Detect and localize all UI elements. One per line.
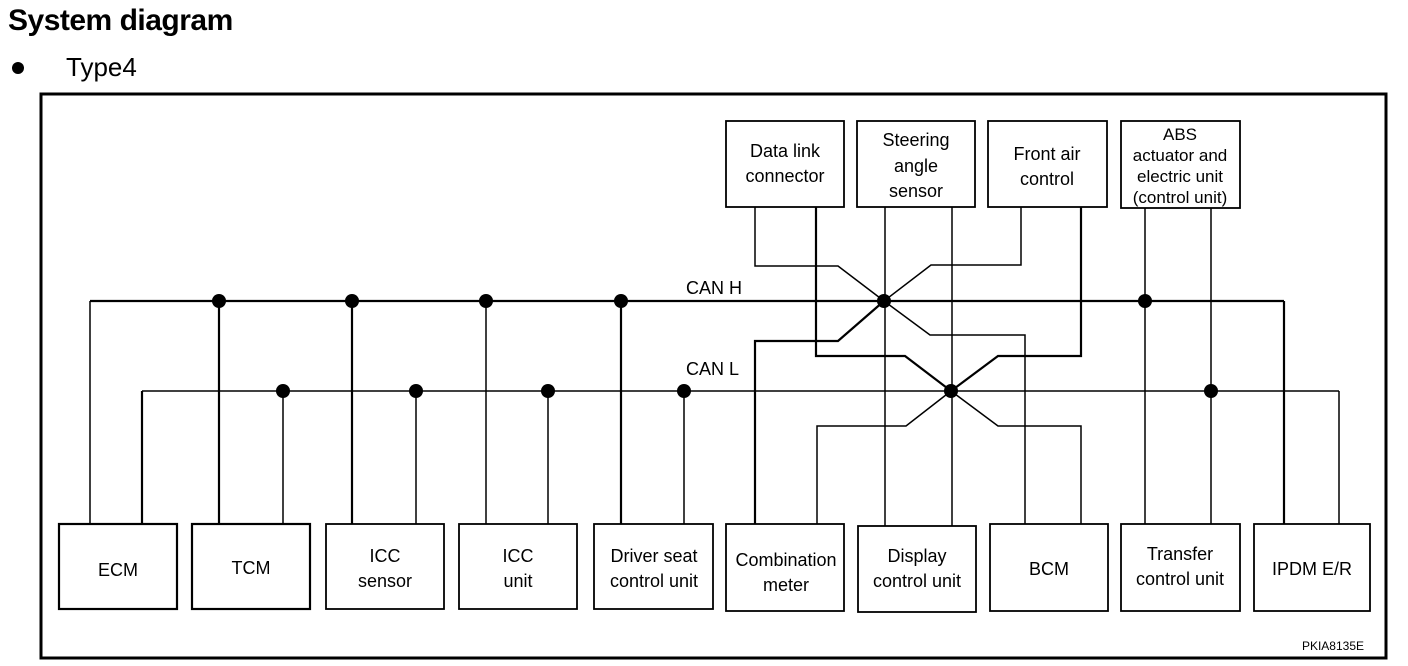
bullet-icon bbox=[12, 62, 24, 74]
unit-label-line: Data link bbox=[750, 141, 821, 161]
can-h-junction-dot bbox=[479, 294, 493, 308]
data-link-connector-box: Data link connector bbox=[725, 120, 845, 208]
combination-meter-can-h-wire bbox=[753, 300, 885, 524]
can-l-junction-dot bbox=[944, 384, 958, 398]
unit-label-line: meter bbox=[763, 575, 809, 595]
can-l-junction-dot bbox=[541, 384, 555, 398]
unit-label-line: unit bbox=[503, 571, 532, 591]
icc-unit-box: ICC unit bbox=[458, 523, 578, 610]
unit-label-line: BCM bbox=[1029, 559, 1069, 579]
display-control-unit-box: Display control unit bbox=[857, 525, 977, 613]
can-h-label: CAN H bbox=[686, 278, 742, 298]
can-l-junction-dot bbox=[677, 384, 691, 398]
unit-label-line: control unit bbox=[873, 571, 961, 591]
data-link-can-h-wire bbox=[754, 207, 885, 302]
figure-code: PKIA8135E bbox=[1302, 639, 1364, 653]
wiring bbox=[89, 207, 1340, 526]
diagram-frame bbox=[39, 92, 1388, 660]
bcm-can-h-wire bbox=[883, 300, 1026, 524]
can-l-label: CAN L bbox=[686, 359, 739, 379]
unit-label-line: control unit bbox=[1136, 569, 1224, 589]
bcm-can-l-wire bbox=[950, 390, 1082, 524]
junctions bbox=[212, 294, 1218, 398]
can-h-junction-dot bbox=[877, 294, 891, 308]
unit-label-line: ICC bbox=[370, 546, 401, 566]
unit-label-line: (control unit) bbox=[1133, 188, 1227, 207]
diagram-type-label: Type4 bbox=[66, 52, 137, 82]
unit-label-line: angle bbox=[894, 156, 938, 176]
can-l-junction-dot bbox=[1204, 384, 1218, 398]
front-air-can-l-wire bbox=[950, 207, 1083, 392]
combination-meter-box: Combination meter bbox=[725, 523, 845, 612]
steering-angle-sensor-box: Steering angle sensor bbox=[856, 120, 976, 208]
driver-seat-control-unit-box: Driver seat control unit bbox=[593, 523, 714, 610]
unit-label-line: connector bbox=[745, 166, 824, 186]
unit-label-line: Driver seat bbox=[610, 546, 697, 566]
unit-label-line: IPDM E/R bbox=[1272, 559, 1352, 579]
ecm-box: ECM bbox=[57, 522, 179, 611]
front-air-can-h-wire bbox=[883, 207, 1022, 302]
can-h-junction-dot bbox=[212, 294, 226, 308]
unit-label-line: control unit bbox=[610, 571, 698, 591]
can-l-junction-dot bbox=[409, 384, 423, 398]
unit-label-line: Front air bbox=[1013, 144, 1080, 164]
unit-label-line: control bbox=[1020, 169, 1074, 189]
transfer-control-unit-box: Transfer control unit bbox=[1120, 523, 1241, 612]
combination-meter-can-l-wire bbox=[816, 390, 952, 524]
can-h-junction-dot bbox=[345, 294, 359, 308]
unit-label-line: Combination bbox=[735, 550, 836, 570]
abs-actuator-box: ABS actuator and electric unit (control … bbox=[1120, 120, 1241, 209]
can-h-junction-dot bbox=[1138, 294, 1152, 308]
unit-label-line: ABS bbox=[1163, 125, 1197, 144]
ipdm-er-box: IPDM E/R bbox=[1253, 523, 1371, 612]
unit-label-line: Transfer bbox=[1147, 544, 1213, 564]
unit-label-line: Display bbox=[887, 546, 946, 566]
unit-label-line: electric unit bbox=[1137, 167, 1223, 186]
unit-label-line: sensor bbox=[358, 571, 412, 591]
unit-label-line: sensor bbox=[889, 181, 943, 201]
unit-label-line: Steering bbox=[882, 130, 949, 150]
data-link-can-l-wire bbox=[814, 207, 952, 392]
unit-label-line: ICC bbox=[503, 546, 534, 566]
tcm-box: TCM bbox=[190, 522, 312, 611]
can-l-junction-dot bbox=[276, 384, 290, 398]
can-h-junction-dot bbox=[614, 294, 628, 308]
front-air-control-box: Front air control bbox=[987, 120, 1108, 208]
bcm-box: BCM bbox=[989, 523, 1109, 612]
unit-label-line: TCM bbox=[232, 558, 271, 578]
page-title: System diagram bbox=[8, 4, 233, 37]
unit-label-line: ECM bbox=[98, 560, 138, 580]
unit-label-line: actuator and bbox=[1133, 146, 1228, 165]
icc-sensor-box: ICC sensor bbox=[325, 523, 445, 610]
